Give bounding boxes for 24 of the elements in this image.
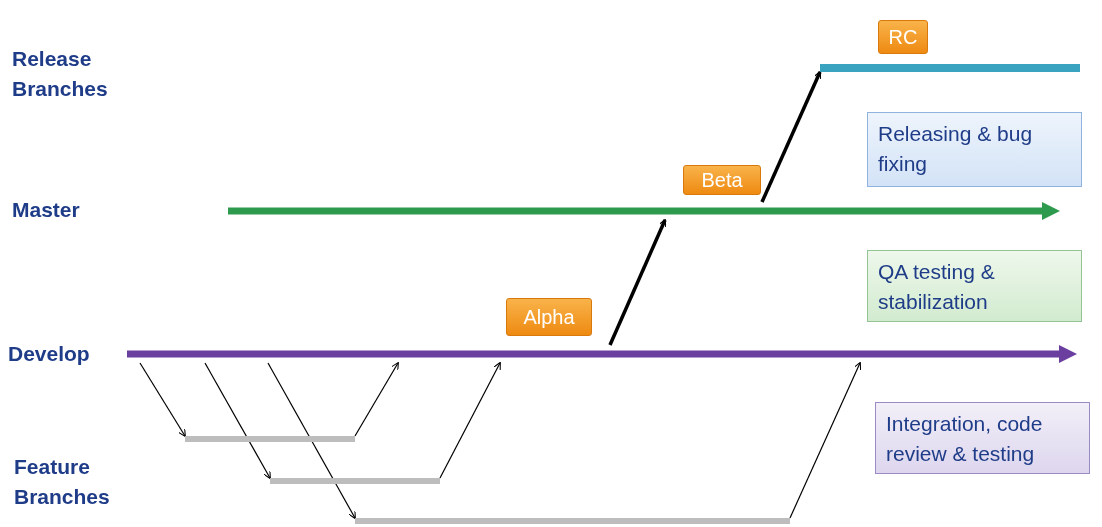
lane-label: Develop [8,341,91,367]
arrow [789,361,862,519]
phase-note: QA testing & stabilization [867,250,1082,322]
arrow [204,362,271,480]
branch-line [270,478,440,484]
arrow [354,361,399,437]
arrow [760,70,822,203]
branch-arrow [228,202,1060,220]
arrow [267,362,356,520]
branch-line [185,436,355,442]
lane-label: Release Branches [12,46,109,102]
arrow [139,362,186,438]
arrow [439,361,501,479]
branch-arrow [127,345,1077,363]
branch-line [820,64,1080,72]
lane-label: Master [12,197,81,223]
version-tag: Alpha [506,298,592,336]
lane-label: Feature Branches [14,454,111,510]
branch-line [355,518,790,524]
arrow [608,218,667,346]
phase-note: Integration, code review & testing [875,402,1090,474]
version-tag: Beta [683,165,761,195]
phase-note: Releasing & bug fixing [867,112,1082,187]
version-tag: RC [878,20,928,54]
